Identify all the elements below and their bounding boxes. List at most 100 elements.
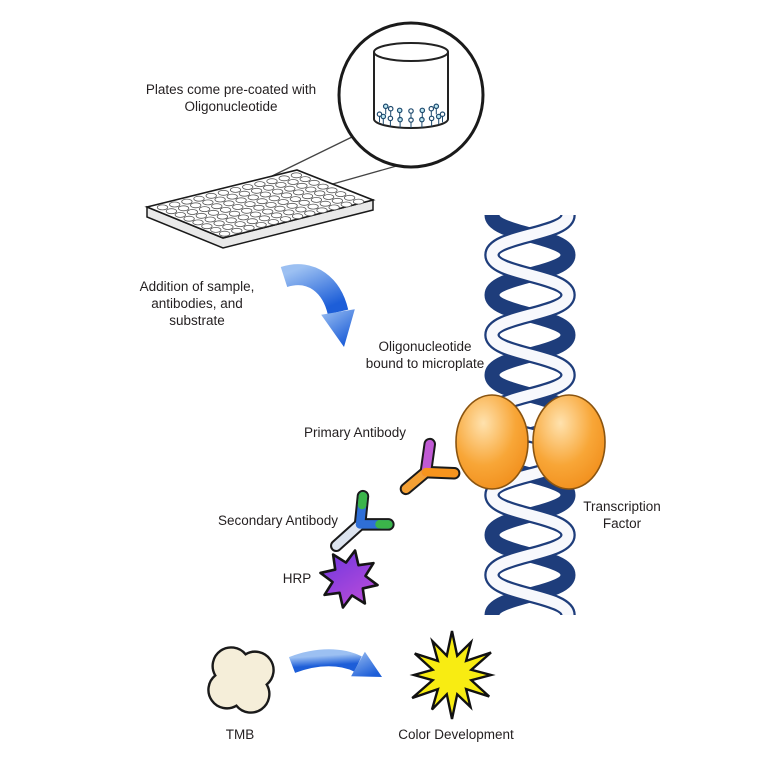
plate-wells xyxy=(156,172,365,237)
tmb-substrate xyxy=(207,646,275,714)
plate-well xyxy=(195,212,207,219)
plate-well xyxy=(181,198,193,205)
plate-well xyxy=(335,191,347,198)
plate-well xyxy=(284,185,296,192)
plate-well xyxy=(234,221,246,228)
well-cylinder xyxy=(373,42,449,129)
plate-well xyxy=(165,208,177,215)
tf-lobe-left xyxy=(455,394,529,490)
plate-well xyxy=(199,206,211,213)
plate-well xyxy=(178,205,190,212)
oligo-dot xyxy=(419,107,426,114)
plate-well xyxy=(216,213,228,220)
plate-well xyxy=(229,186,242,193)
plate-well xyxy=(169,201,181,208)
plate-well xyxy=(250,211,262,218)
plate-well xyxy=(237,214,249,221)
plate-well xyxy=(193,195,205,202)
oligo-dot xyxy=(376,111,383,118)
plate-well xyxy=(258,215,270,222)
plate-well xyxy=(253,204,265,211)
oligo-dot xyxy=(396,107,403,114)
oligo-dot xyxy=(382,103,389,110)
plate-well xyxy=(241,207,253,214)
tf-lobe-right xyxy=(532,394,606,490)
plate-well xyxy=(226,193,238,200)
plate-well xyxy=(255,221,267,228)
secondary-antibody-label: Secondary Antibody xyxy=(217,513,339,528)
transcription-factor-label: Transcription Factor xyxy=(583,499,661,531)
plate-well xyxy=(290,172,302,179)
plate-well xyxy=(190,202,202,209)
oligo-dot xyxy=(435,113,442,120)
oligo-dot xyxy=(380,113,387,120)
plate-well xyxy=(305,186,317,193)
plate-label: Plates come pre-coated with Oligonucleot… xyxy=(145,82,317,114)
plate-well xyxy=(301,193,314,200)
plate-well xyxy=(308,179,320,186)
plate-well xyxy=(316,207,328,214)
plate-well xyxy=(307,203,319,210)
plate-well xyxy=(280,192,293,199)
plate-well xyxy=(277,199,289,205)
plate-well xyxy=(205,192,217,199)
plate-well xyxy=(202,199,214,206)
oligo-dot xyxy=(387,115,394,122)
plate-well xyxy=(310,196,322,203)
oligo-dot xyxy=(433,103,440,110)
plate-well xyxy=(287,179,299,185)
plate-well xyxy=(292,189,305,196)
plate-well xyxy=(217,189,229,196)
plate-well xyxy=(183,215,195,222)
plate-well xyxy=(244,201,256,208)
plate-well xyxy=(214,196,226,203)
plate-well xyxy=(271,188,284,195)
plate-well xyxy=(201,223,213,230)
primary-antibody xyxy=(399,437,461,496)
development-arrow xyxy=(288,649,382,677)
plate-well xyxy=(279,216,292,223)
plate-well xyxy=(243,224,255,231)
plate-well xyxy=(256,198,268,205)
oligo-dot xyxy=(428,105,435,112)
plate-well xyxy=(238,190,250,197)
oligo-dot xyxy=(439,111,446,118)
plate-well xyxy=(262,208,274,215)
plate-well xyxy=(270,212,283,219)
plate-well xyxy=(340,201,352,208)
plate-well xyxy=(304,210,316,217)
oligonucleotide-label: Oligonucleotide bound to microplate xyxy=(365,339,485,371)
plate-well xyxy=(247,194,259,201)
addition-label: Addition of sample, antibodies, and subs… xyxy=(139,279,255,328)
hrp-label: HRP xyxy=(282,571,312,586)
plate-well xyxy=(251,187,263,194)
plate-well xyxy=(210,226,222,233)
plate-well xyxy=(186,209,198,215)
plate-well xyxy=(174,211,186,218)
plate-well xyxy=(219,230,231,237)
addition-arrow xyxy=(280,264,355,347)
tmb-label: TMB xyxy=(225,727,255,742)
plate-well xyxy=(156,204,169,211)
plate-well xyxy=(299,176,311,183)
plate-well xyxy=(223,200,235,207)
plate-well xyxy=(317,183,329,190)
plate-well xyxy=(267,219,279,225)
secondary-antibody xyxy=(330,489,395,553)
plate-well xyxy=(268,195,280,202)
plate-well xyxy=(352,198,365,205)
oligo-dot xyxy=(387,105,394,112)
color-development-label: Color Development xyxy=(398,727,514,742)
plate-well xyxy=(254,181,266,188)
plate-well xyxy=(207,209,220,216)
plate-well xyxy=(319,200,331,207)
plate-well xyxy=(322,194,335,200)
oligo-dot xyxy=(408,108,414,114)
plate-top-face xyxy=(144,169,376,239)
plate-well xyxy=(265,201,277,208)
hrp-enzyme xyxy=(319,549,379,609)
plate-well xyxy=(232,204,244,210)
plate-well xyxy=(204,216,216,223)
